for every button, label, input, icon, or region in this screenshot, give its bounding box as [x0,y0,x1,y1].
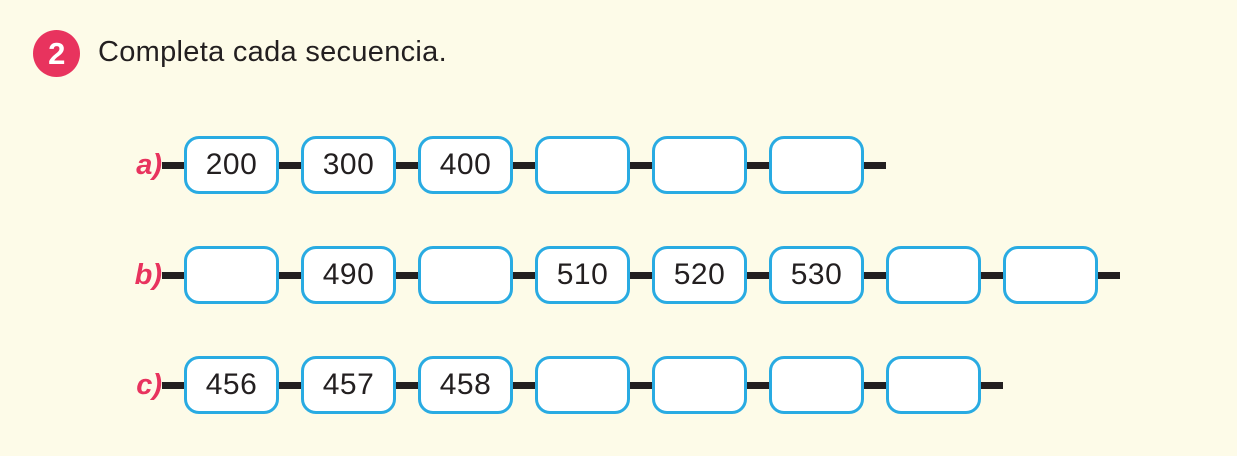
sequence-cell-value: 400 [439,148,492,181]
exercise-instruction: Completa cada secuencia. [98,35,447,68]
sequence-cell-blank[interactable] [535,136,630,194]
sequence-row-b: b) 490 510 520 530 [0,220,1237,330]
sequence-cell-value: 200 [205,148,258,181]
connector-segment [513,381,535,389]
sequence-cell-value: 458 [439,368,492,401]
connector-segment [279,271,301,279]
connector-segment [396,161,418,169]
connector-segment [630,271,652,279]
sequence-cell-filled[interactable]: 530 [769,246,864,304]
sequence-cell-blank[interactable] [652,356,747,414]
sequence-row-a: a) 200 300 400 [0,110,1237,220]
connector-segment [630,381,652,389]
sequence-cell-blank[interactable] [769,356,864,414]
connector-segment [279,161,301,169]
sequence-cell-filled[interactable]: 400 [418,136,513,194]
sequence-rows: a) 200 300 400 b) 490 510 520 530 c) 456 457 458 [0,110,1237,440]
sequence-label: a) [136,148,162,181]
sequence-cell-blank[interactable] [1003,246,1098,304]
connector-segment [396,381,418,389]
sequence-cell-value: 530 [790,258,843,291]
sequence-cell-value: 520 [673,258,726,291]
sequence-cell-blank[interactable] [184,246,279,304]
sequence-cell-filled[interactable]: 456 [184,356,279,414]
connector-segment [981,271,1003,279]
sequence-cell-blank[interactable] [418,246,513,304]
connector-segment [162,161,184,169]
sequence-cell-filled[interactable]: 510 [535,246,630,304]
sequence-cell-value: 510 [556,258,609,291]
connector-segment [747,271,769,279]
connector-segment [513,161,535,169]
sequence-cell-filled[interactable]: 490 [301,246,396,304]
sequence-cell-blank[interactable] [769,136,864,194]
sequence-cell-filled[interactable]: 200 [184,136,279,194]
sequence-cell-filled[interactable]: 458 [418,356,513,414]
sequence-chain: 456 457 458 [162,356,1003,414]
sequence-cell-filled[interactable]: 300 [301,136,396,194]
sequence-cell-value: 456 [205,368,258,401]
sequence-chain: 200 300 400 [162,136,886,194]
sequence-label: c) [136,368,162,401]
sequence-label: b) [134,258,162,291]
sequence-cell-blank[interactable] [535,356,630,414]
exercise-number-badge: 2 [33,30,80,77]
connector-segment [630,161,652,169]
sequence-chain: 490 510 520 530 [162,246,1120,304]
exercise-header: 2 Completa cada secuencia. [33,30,447,77]
sequence-cell-value: 490 [322,258,375,291]
connector-segment [279,381,301,389]
sequence-cell-filled[interactable]: 457 [301,356,396,414]
connector-segment [396,271,418,279]
sequence-row-c: c) 456 457 458 [0,330,1237,440]
sequence-cell-value: 300 [322,148,375,181]
connector-segment [747,161,769,169]
connector-segment [1098,271,1120,279]
connector-segment [162,381,184,389]
connector-segment [981,381,1003,389]
connector-segment [747,381,769,389]
connector-segment [864,271,886,279]
sequence-cell-blank[interactable] [652,136,747,194]
sequence-cell-blank[interactable] [886,246,981,304]
sequence-cell-value: 457 [322,368,375,401]
sequence-cell-blank[interactable] [886,356,981,414]
connector-segment [864,161,886,169]
connector-segment [513,271,535,279]
sequence-cell-filled[interactable]: 520 [652,246,747,304]
connector-segment [162,271,184,279]
connector-segment [864,381,886,389]
